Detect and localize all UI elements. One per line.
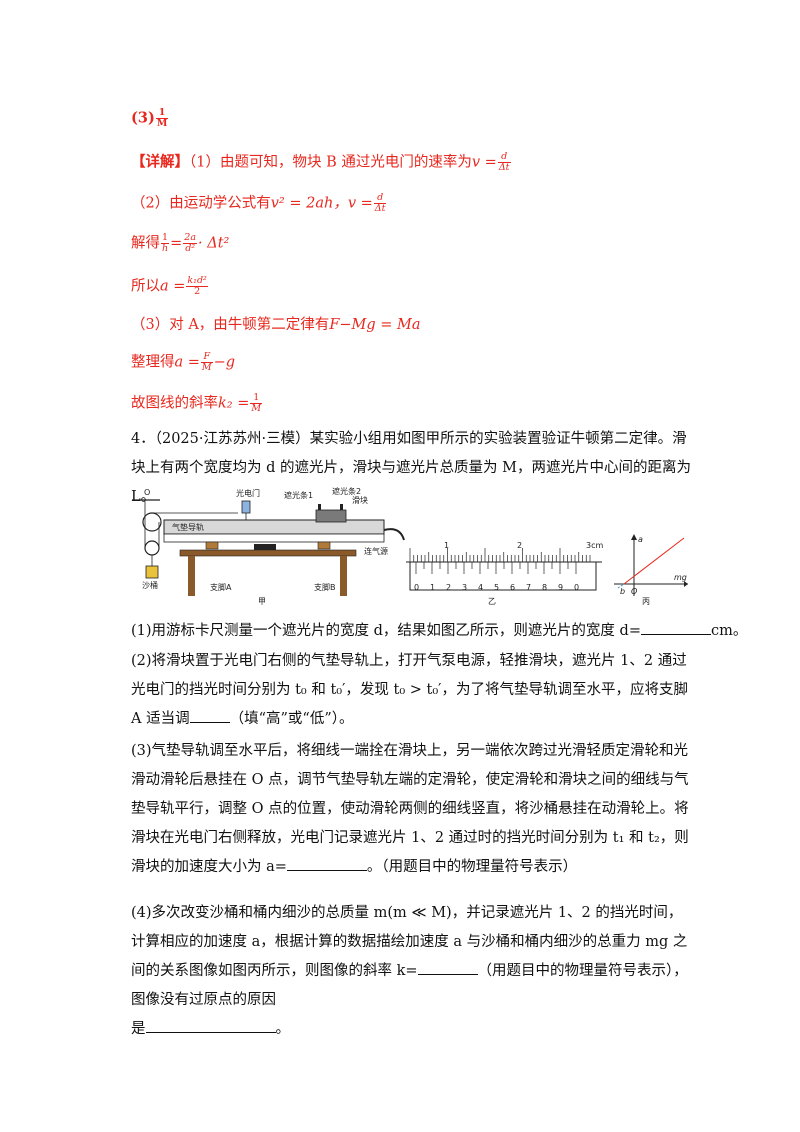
yi-vernier-label: 8 bbox=[542, 583, 547, 592]
jia-table bbox=[179, 549, 357, 557]
jia-moving-pulley bbox=[144, 540, 160, 556]
figure-bing: a mg b O 丙 bbox=[614, 534, 688, 606]
bing-graph-line bbox=[623, 537, 685, 585]
yi-vernier-label: 7 bbox=[526, 583, 531, 592]
bing-label-mg: mg bbox=[674, 573, 687, 582]
question-4-part-1: (1)用游标卡尺测量一个遮光片的宽度 d，结果如图乙所示，则遮光片的宽度 d=c… bbox=[131, 620, 747, 641]
answer-blank-d[interactable] bbox=[640, 620, 711, 635]
bing-label-b: b bbox=[620, 587, 625, 596]
yi-main-label-1: 1 bbox=[444, 541, 449, 550]
jia-sand-bucket bbox=[145, 565, 159, 579]
jia-track-base bbox=[163, 533, 385, 543]
jia-label-zheguang2: 遮光条2 bbox=[332, 486, 361, 496]
answer-blank-foot[interactable] bbox=[189, 708, 230, 723]
jia-label-zheguang1: 遮光条1 bbox=[284, 490, 313, 500]
yi-vernier-label: 4 bbox=[478, 583, 483, 592]
detail-line-5: （3）对 A，由牛顿第二定律有F−Mg = Ma bbox=[131, 317, 421, 333]
jia-shutter-1 bbox=[318, 504, 321, 510]
figure-yi: 1 2 3cm 0 1 2 3 4 5 6 7 8 9 0 乙 bbox=[406, 541, 603, 606]
answer-3-label: (3) bbox=[131, 109, 155, 127]
jia-foot-a bbox=[205, 541, 219, 550]
yi-vernier-scale bbox=[409, 561, 597, 591]
jia-label-huakuai: 滑块 bbox=[352, 495, 368, 505]
jia-label-qidian: 气垫导轨 bbox=[172, 522, 204, 532]
jia-label-shatong: 沙桶 bbox=[142, 580, 158, 590]
bing-extension bbox=[617, 583, 625, 589]
jia-air-hose bbox=[383, 528, 405, 541]
jia-label-zhijiaoB: 支脚B bbox=[314, 582, 336, 592]
yi-vernier-label: 3 bbox=[462, 583, 467, 592]
question-4-part-4: (4)多次改变沙桶和桶内细沙的总质量 m(m ≪ M)，并记录遮光片 1、2 的… bbox=[131, 905, 688, 1037]
jia-fixed-pulley bbox=[142, 512, 162, 532]
yi-vernier-label: 6 bbox=[510, 583, 515, 592]
bing-caption: 丙 bbox=[642, 597, 650, 606]
bing-label-O: O bbox=[631, 587, 637, 596]
yi-vernier-label: 1 bbox=[430, 583, 435, 592]
yi-vernier-label: 9 bbox=[558, 583, 563, 592]
yi-main-label-3cm: 3cm bbox=[586, 541, 603, 550]
answer-blank-a[interactable] bbox=[286, 856, 367, 871]
yi-caption: 乙 bbox=[488, 597, 496, 606]
jia-label-lianqiyuan: 连气源 bbox=[364, 546, 388, 556]
question-4-part-2: (2)将滑块置于光电门右侧的气垫导轨上，打开气泵电源，轻推滑块，遮光片 1、2 … bbox=[131, 653, 688, 727]
yi-vernier-label: 2 bbox=[446, 583, 451, 592]
question-4-part-3: (3)气垫导轨调至水平后，将细线一端拴在滑块上，另一端依次跨过光滑轻质定滑轮和光… bbox=[131, 743, 689, 875]
jia-foot-b bbox=[317, 541, 331, 550]
yi-main-label-2: 2 bbox=[517, 541, 522, 550]
jia-shutter-2 bbox=[340, 504, 343, 510]
detail-tag: 【详解】 bbox=[131, 153, 189, 171]
answer-blank-k[interactable] bbox=[417, 960, 478, 975]
jia-slider bbox=[315, 509, 347, 523]
question-4-intro: 4．（2025·江苏苏州·三模）某实验小组用如图甲所示的实验装置验证牛顿第二定律… bbox=[131, 431, 691, 505]
experiment-figure: O 沙桶 气垫导轨 光电门 遮光条1 遮光条2 滑块 连气源 bbox=[132, 486, 688, 606]
jia-label-O: O bbox=[144, 488, 150, 497]
jia-photogate bbox=[241, 500, 251, 514]
yi-vernier-label: 5 bbox=[494, 583, 499, 592]
jia-label-zhijiaoA: 支脚A bbox=[210, 582, 232, 592]
jia-caption: 甲 bbox=[258, 597, 266, 606]
answer-blank-reason[interactable] bbox=[145, 1018, 276, 1033]
yi-vernier-label: 0 bbox=[414, 583, 419, 592]
bing-label-a: a bbox=[638, 535, 643, 544]
jia-label-guangdianmen: 光电门 bbox=[236, 488, 260, 498]
yi-vernier-label: 0 bbox=[574, 583, 579, 592]
figure-jia: O 沙桶 气垫导轨 光电门 遮光条1 遮光条2 滑块 连气源 bbox=[132, 486, 405, 606]
